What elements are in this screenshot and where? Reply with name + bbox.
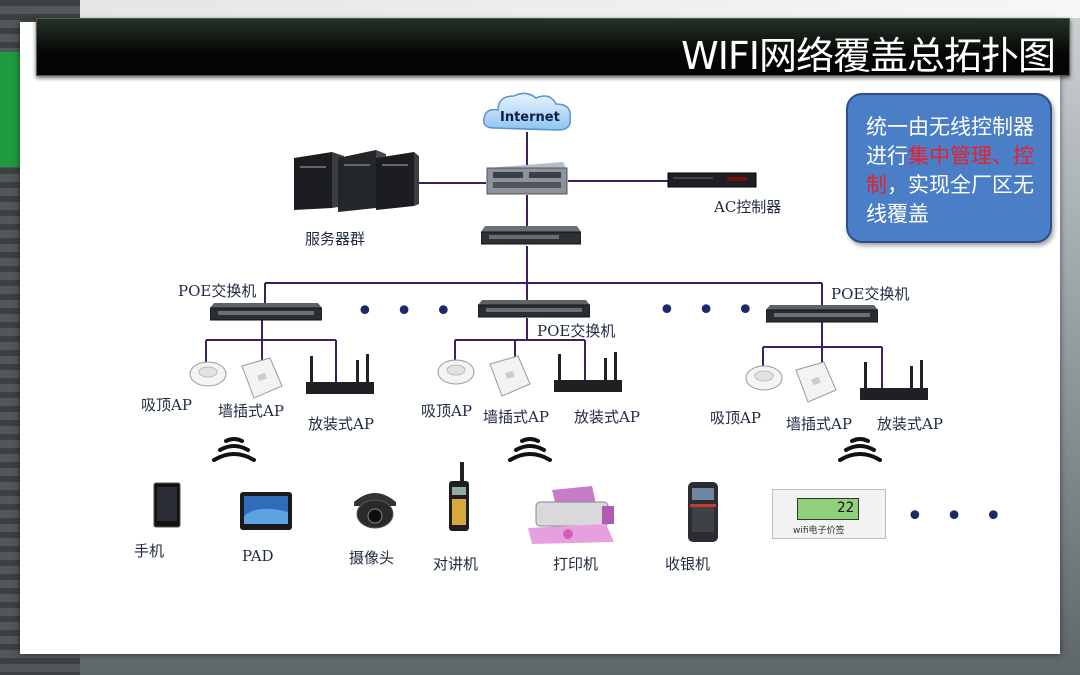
radio-icon	[449, 462, 469, 531]
aggregation-switch-icon	[481, 226, 581, 245]
background-green-accent	[0, 52, 20, 167]
outdoor-ap-icon	[860, 360, 928, 400]
ap-right-outdoor-label: 放装式AP	[877, 415, 943, 433]
wall-ap-icon	[795, 361, 837, 403]
note-box: 统一由无线控制器进行集中管理、控制，实现全厂区无线覆盖	[846, 93, 1052, 243]
ellipsis-switch-2: • • •	[658, 293, 761, 328]
core-switch-icon	[486, 162, 568, 195]
radio-label: 对讲机	[433, 555, 479, 573]
pad-label: PAD	[242, 547, 274, 565]
ac-controller-icon	[667, 172, 757, 188]
pos-terminal-icon	[688, 482, 718, 542]
ellipsis-switch-1: • • •	[356, 294, 459, 329]
wall-ap-icon	[241, 357, 283, 399]
ap-mid-ceiling-label: 吸顶AP	[421, 402, 472, 420]
internet-cloud-icon	[482, 92, 571, 131]
note-text-highlight: 集中管理、控制	[866, 144, 1034, 197]
printer-icon	[528, 486, 614, 544]
price-tag-value: 22	[837, 500, 854, 516]
camera-icon	[354, 493, 396, 529]
ceiling-ap-icon	[189, 361, 227, 387]
ap-mid-outdoor-label: 放装式AP	[574, 408, 640, 426]
server-label: 服务器群	[305, 230, 366, 248]
ap-right-wall-label: 墙插式AP	[786, 415, 852, 433]
ellipsis-terminals: • • •	[906, 499, 1009, 534]
poe-switch-mid-icon	[478, 300, 590, 318]
note-text-part2: ，实现全厂区无线覆盖	[866, 173, 1034, 226]
ceiling-ap-icon	[745, 365, 783, 391]
title-bar: WIFI网络覆盖总拓扑图	[36, 18, 1070, 78]
price-tag-screen: 22	[797, 498, 859, 520]
ap-mid-wall-label: 墙插式AP	[483, 408, 549, 426]
wall-ap-icon	[489, 355, 531, 397]
ap-right-ceiling-label: 吸顶AP	[710, 409, 761, 427]
pos-label: 收银机	[665, 555, 711, 573]
phone-label: 手机	[134, 542, 165, 560]
internet-label: Internet	[500, 110, 560, 125]
camera-label: 摄像头	[349, 549, 395, 567]
poe-left-label: POE交换机	[178, 282, 257, 300]
poe-switch-right-icon	[766, 305, 878, 323]
ap-left-wall-label: 墙插式AP	[218, 402, 284, 420]
background-top	[70, 0, 1080, 18]
wifi-signal-icon	[212, 437, 256, 462]
wifi-signal-icon	[838, 437, 882, 462]
ac-label: AC控制器	[714, 198, 782, 216]
wifi-signal-icon	[508, 437, 552, 462]
ceiling-ap-icon	[437, 359, 475, 385]
poe-mid-label: POE交换机	[537, 322, 616, 340]
outdoor-ap-icon	[306, 354, 374, 394]
printer-label: 打印机	[553, 555, 599, 573]
page-title: WIFI网络覆盖总拓扑图	[681, 34, 1056, 78]
poe-right-label: POE交换机	[831, 285, 910, 303]
ap-left-ceiling-label: 吸顶AP	[141, 396, 192, 414]
poe-switch-left-icon	[210, 303, 322, 321]
price-tag-text: wifi电子价签	[793, 526, 845, 536]
ap-left-outdoor-label: 放装式AP	[308, 415, 374, 433]
phone-icon	[153, 482, 181, 528]
price-tag-device: 22 wifi电子价签	[772, 489, 886, 539]
server-cluster-icon	[294, 150, 419, 212]
note-text-part1: 统一由无线控制器进行	[866, 115, 1034, 168]
pad-icon	[240, 492, 292, 530]
outdoor-ap-icon	[554, 352, 622, 392]
